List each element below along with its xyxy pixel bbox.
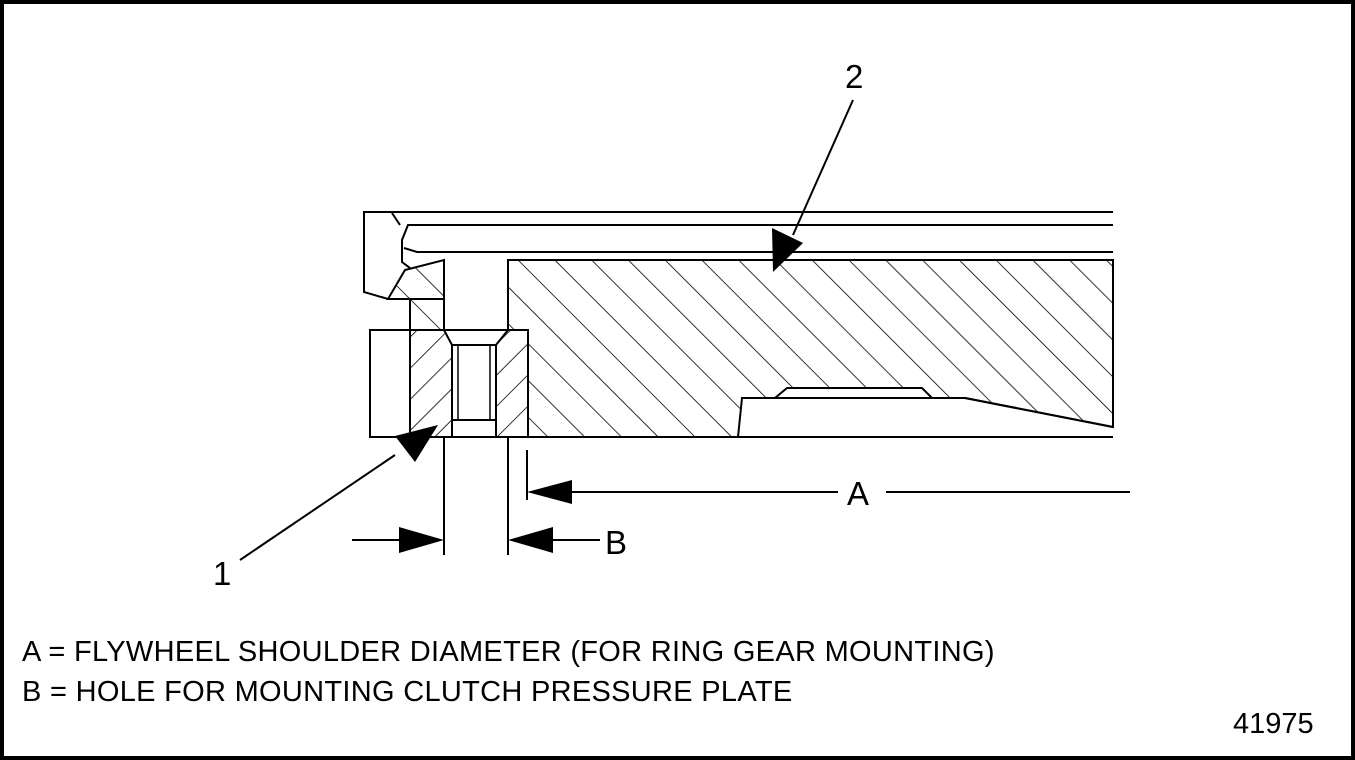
legend-line-a: A = FLYWHEEL SHOULDER DIAMETER (FOR RING… bbox=[22, 636, 995, 668]
callout-2-label: 2 bbox=[845, 58, 863, 95]
callout-1-label: 1 bbox=[213, 555, 231, 592]
figure-number: 41975 bbox=[1233, 708, 1314, 740]
dimension-b bbox=[352, 437, 600, 555]
bushing bbox=[409, 329, 529, 438]
dimension-a bbox=[526, 450, 1130, 504]
shoulder-recess bbox=[738, 397, 1114, 438]
legend: A = FLYWHEEL SHOULDER DIAMETER (FOR RING… bbox=[22, 632, 995, 712]
legend-line-b: B = HOLE FOR MOUNTING CLUTCH PRESSURE PL… bbox=[22, 676, 793, 708]
dimension-b-label: B bbox=[605, 524, 627, 561]
dimension-a-label: A bbox=[847, 475, 869, 512]
leader-1 bbox=[239, 425, 438, 561]
leader-2 bbox=[772, 99, 854, 272]
flywheel-body bbox=[386, 258, 1114, 438]
